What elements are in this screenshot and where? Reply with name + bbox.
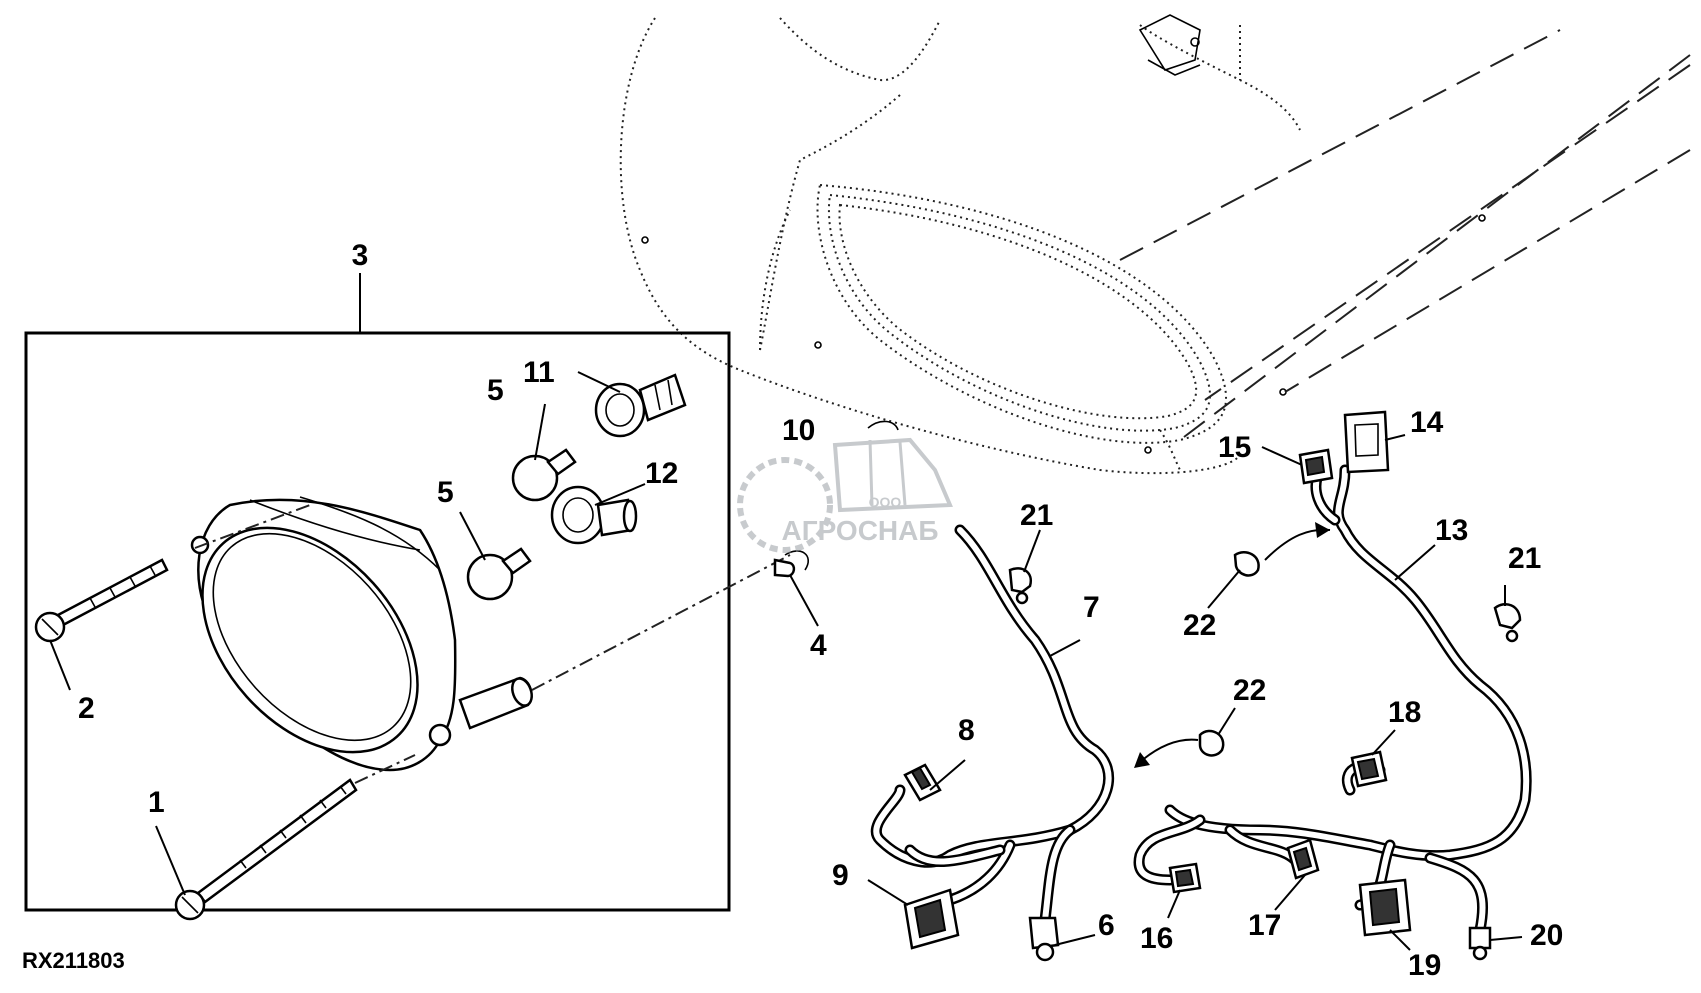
bulb-lower [466,547,532,601]
bolt-2 [34,558,169,643]
arrow-22-to-harness-13 [1264,522,1331,561]
connector-19 [1358,878,1412,937]
connector-20 [1468,926,1492,961]
arrow-22-to-harness-7 [1134,738,1199,768]
connector-9 [903,888,960,950]
headlight-assembly-box [24,273,731,912]
socket-11 [594,373,687,438]
callout-16: 16 [1140,922,1173,955]
connector-6 [1028,916,1060,962]
socket-12 [550,485,638,545]
callout-11: 11 [523,356,555,389]
callout-22-upper: 22 [1183,609,1216,642]
callout-12: 12 [645,457,678,490]
callout-9: 9 [832,859,849,892]
clip-21-left [1008,567,1033,605]
axis-line [194,504,791,784]
callout-19: 19 [1408,949,1441,982]
clip-22-left [1198,729,1225,757]
callout-22-lower: 22 [1233,674,1266,707]
harness-13 [1133,464,1532,936]
callout-8: 8 [958,714,975,747]
callout-15: 15 [1218,431,1251,464]
callout-5-upper: 5 [487,374,504,407]
callout-17: 17 [1248,909,1281,942]
callout-14: 14 [1410,406,1444,439]
callout-18: 18 [1388,696,1421,729]
connector-14 [1343,410,1390,474]
callout-1: 1 [148,786,165,819]
connector-16 [1168,862,1202,894]
clip-4 [773,550,809,578]
bulb-upper [511,448,577,502]
callout-13: 13 [1435,514,1468,547]
watermark-logo: ООО АГРОСНАБ [737,437,953,553]
callout-5-lower: 5 [437,476,454,509]
headlight-housing [190,496,533,772]
hood-outline [619,14,1691,475]
harness-7 [870,524,1115,926]
callout-20: 20 [1530,919,1563,952]
connector-17 [1286,838,1320,880]
callout-21-right: 21 [1508,542,1541,575]
callout-10: 10 [782,414,815,447]
bracket-10 [867,420,899,431]
callouts: 1 2 3 4 5 5 6 7 8 9 10 11 12 13 14 15 16… [78,239,1563,982]
callout-21-left: 21 [1020,499,1053,532]
callout-2: 2 [78,692,95,725]
document-id: RX211803 [22,948,125,973]
watermark-line2: АГРОСНАБ [782,515,939,546]
callout-3: 3 [352,239,369,272]
callout-4: 4 [810,629,827,662]
connector-15 [1298,448,1334,485]
watermark-line1: ООО [869,494,902,510]
connector-18 [1350,750,1388,788]
callout-7: 7 [1083,591,1100,624]
leader-lines [49,371,1523,951]
callout-6: 6 [1098,909,1115,942]
bolt-1 [174,778,358,921]
clip-21-right [1493,603,1522,643]
connector-8 [903,763,942,802]
